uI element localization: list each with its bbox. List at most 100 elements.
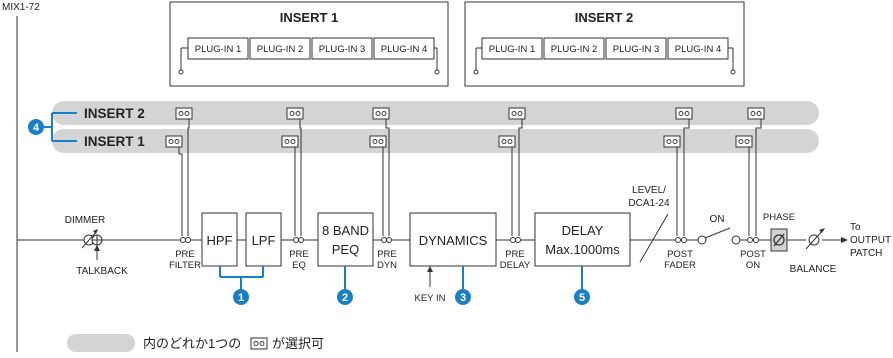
insert1-select-pre-dyn[interactable] <box>369 135 387 148</box>
insert1-panel: INSERT 1 PLUG-IN 1 PLUG-IN 2 PLUG-IN 3 P… <box>169 1 449 87</box>
insert1-plugin-2-label: PLUG-IN 2 <box>257 44 303 55</box>
pre-filter-label-1: PRE <box>175 249 195 260</box>
legend-text: 内のどれか1つの <box>143 336 241 351</box>
insert2-select-pre-dyn[interactable] <box>372 107 390 120</box>
insert1-selectors <box>165 135 753 148</box>
insert2-bus-bar <box>52 101 819 125</box>
insert1-panel-title: INSERT 1 <box>280 10 339 25</box>
insert2-plugin-1[interactable] <box>481 37 543 60</box>
insert2-panel: INSERT 2 PLUG-IN 1 PLUG-IN 2 PLUG-IN 3 P… <box>464 1 745 87</box>
badge-5 <box>574 289 590 305</box>
legend-suffix: が選択可 <box>272 336 324 351</box>
talkback-label: TALKBACK <box>76 266 128 277</box>
on-label: ON <box>710 214 725 225</box>
insert2-select-pre-eq[interactable] <box>286 107 304 120</box>
level-label-1: LEVEL/ <box>632 185 666 196</box>
legend-swatch <box>67 334 135 352</box>
insert2-plugin-3[interactable] <box>605 37 667 60</box>
insert2-plugin-2-label: PLUG-IN 2 <box>551 44 597 55</box>
talkback-sum-icon <box>91 234 103 260</box>
channel-label: MIX1-72 <box>2 2 40 13</box>
post-fader-label-1: POST <box>667 249 693 260</box>
insert1-select-pre-delay[interactable] <box>498 135 516 148</box>
insert2-selectors <box>175 107 765 120</box>
badge-5-label: 5 <box>579 292 585 304</box>
insert2-plugin-1-label: PLUG-IN 1 <box>489 44 535 55</box>
key-in-label: KEY IN <box>415 293 446 304</box>
insert2-select-pre-filter[interactable] <box>175 107 193 120</box>
delay-block[interactable] <box>534 212 631 267</box>
insert2-select-post-on[interactable] <box>747 107 765 120</box>
on-switch-icon[interactable] <box>697 227 741 245</box>
level-fader-icon[interactable] <box>639 213 669 263</box>
dimmer-label: DIMMER <box>65 215 106 226</box>
insert2-plugin-3-label: PLUG-IN 3 <box>613 44 659 55</box>
pre-eq-point-a <box>293 237 299 243</box>
pre-filter-point-a <box>180 237 186 243</box>
peq-label-2: PEQ <box>332 242 359 257</box>
hpf-block[interactable] <box>201 212 238 267</box>
post-fader-label-2: FADER <box>664 260 696 271</box>
insert1-select-post-on[interactable] <box>735 135 753 148</box>
insert1-select-pre-filter[interactable] <box>165 135 183 148</box>
dynamics-block[interactable] <box>409 212 497 267</box>
badge-3 <box>455 289 471 305</box>
pre-delay-point-a <box>510 237 516 243</box>
insert1-plugin-1-label: PLUG-IN 1 <box>195 44 241 55</box>
insert1-plugin-4-label: PLUG-IN 4 <box>381 44 427 55</box>
tap-lines <box>178 119 762 236</box>
post-on-label-2: ON <box>746 260 760 271</box>
insert1-plugin-3-label: PLUG-IN 3 <box>319 44 365 55</box>
badge-4-label: 4 <box>33 122 40 134</box>
balance-knob-icon[interactable] <box>805 228 825 250</box>
badge-2-label: 2 <box>342 292 348 304</box>
dimmer-knob-icon[interactable] <box>81 229 98 249</box>
badge-3-label: 3 <box>460 292 466 304</box>
post-on-point-b <box>753 237 759 243</box>
insert1-select-post-fader[interactable] <box>663 135 681 148</box>
output-label-3: PATCH <box>850 248 882 259</box>
insert2-plugin-2[interactable] <box>543 37 605 60</box>
insert1-plugin-2[interactable] <box>249 37 311 60</box>
insert1-bus-label: INSERT 1 <box>84 134 145 149</box>
post-on-point-a <box>747 237 753 243</box>
pre-eq-label-2: EQ <box>292 260 306 271</box>
filter-bracket <box>219 266 264 289</box>
pre-eq-label-1: PRE <box>289 249 309 260</box>
pre-delay-point-b <box>515 237 521 243</box>
lpf-block[interactable] <box>245 212 282 267</box>
insert2-select-post-fader[interactable] <box>675 107 693 120</box>
lpf-label: LPF <box>252 233 276 248</box>
pre-dyn-label-1: PRE <box>377 249 397 260</box>
pre-delay-label-1: PRE <box>505 249 525 260</box>
insert1-plugin-3[interactable] <box>311 37 373 60</box>
delay-label-2: Max.1000ms <box>545 242 620 257</box>
post-fader-point-a <box>675 237 681 243</box>
key-in-arrow-icon <box>427 266 433 287</box>
post-fader-point-b <box>681 237 687 243</box>
insert1-plugin-1[interactable] <box>187 37 249 60</box>
insert2-select-pre-delay[interactable] <box>508 107 526 120</box>
badge-2 <box>337 289 353 305</box>
output-label-2: OUTPUT <box>850 235 891 246</box>
phase-label: PHASE <box>763 212 795 223</box>
legend-selector-icon <box>250 337 268 350</box>
insert1-select-pre-eq[interactable] <box>281 135 299 148</box>
output-arrow-icon <box>841 237 848 243</box>
phase-icon[interactable] <box>770 228 788 252</box>
delay-label-1: DELAY <box>562 223 604 238</box>
badge-1 <box>233 289 249 305</box>
pre-eq-point-b <box>298 237 304 243</box>
hpf-label: HPF <box>207 233 233 248</box>
pre-dyn-label-2: DYN <box>377 260 397 271</box>
dynamics-label: DYNAMICS <box>419 233 488 248</box>
peq-label-1: 8 BAND <box>322 223 369 238</box>
insert2-bus-label: INSERT 2 <box>84 106 145 121</box>
pre-delay-label-2: DELAY <box>500 260 531 271</box>
output-label-1: To <box>850 222 861 233</box>
peq-block[interactable] <box>317 212 374 267</box>
insert1-bus-bar <box>52 129 819 153</box>
pre-dyn-point-b <box>386 237 392 243</box>
pre-filter-point-b <box>185 237 191 243</box>
